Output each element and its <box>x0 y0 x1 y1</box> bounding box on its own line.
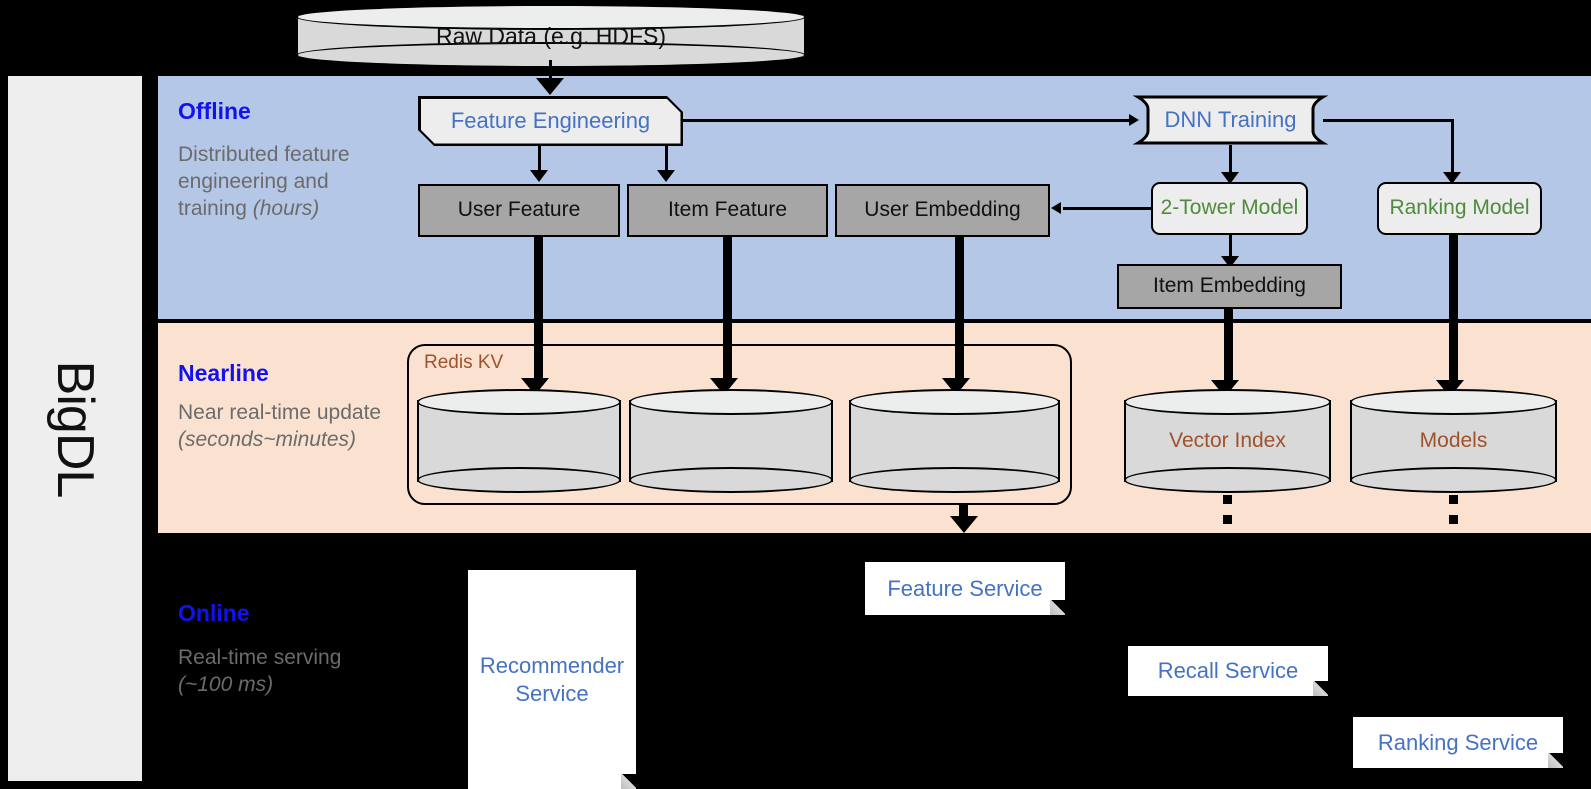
raw-data-label: Raw Data (e.g. HDFS) <box>435 22 667 49</box>
feature-service-box[interactable]: Feature Service <box>865 562 1065 615</box>
redis-kv-label: Redis KV <box>424 352 504 373</box>
item-feature-label: Item Feature <box>667 198 788 222</box>
arrowhead-twotower-userembedding <box>1051 202 1061 214</box>
cylinder-top <box>849 389 1060 415</box>
dnn-training-shape <box>1132 95 1329 145</box>
arrowhead-fe-dnn <box>1129 114 1139 126</box>
nearline-subtitle-italic: (seconds~minutes) <box>178 427 356 451</box>
connector-dnn-ranking-h <box>1323 119 1453 122</box>
band-subtitle-online: Real-time serving (~100 ms) <box>178 645 388 699</box>
nearline-subtitle-text: Near real-time update <box>178 401 382 424</box>
arrowhead-rawdata-fe <box>536 78 564 95</box>
connector-fe-itemfeature <box>665 146 668 173</box>
feature-service-label: Feature Service <box>887 575 1043 601</box>
cylinder-top <box>296 4 806 30</box>
cylinder-bottom <box>1124 467 1331 493</box>
cylinder-top <box>629 389 833 415</box>
offline-subtitle-text: Distributed feature engineering and trai… <box>178 143 350 220</box>
document-sheet <box>468 570 636 789</box>
user-embedding-box[interactable]: User Embedding <box>835 184 1050 237</box>
folded-corner-icon <box>1313 681 1328 696</box>
user-feature-label: User Feature <box>457 198 581 222</box>
redis-store-1[interactable] <box>417 389 621 493</box>
user-feature-box[interactable]: User Feature <box>418 184 620 237</box>
connector-dnn-twotower <box>1229 145 1232 175</box>
arrowhead-featureservice <box>950 516 978 533</box>
online-subtitle-italic: (~100 ms) <box>178 672 274 696</box>
arrowhead-fe-itemfeature <box>657 170 675 182</box>
folded-corner-icon <box>1050 600 1065 615</box>
arrowhead-dnn-ranking <box>1443 172 1461 184</box>
models-cylinder[interactable]: Models <box>1350 389 1557 493</box>
recommender-service-label: Recommender Service <box>479 653 625 706</box>
connector-twotower-userembedding <box>1063 207 1153 210</box>
dnn-training-box[interactable]: DNN Training <box>1132 95 1329 145</box>
redis-store-2[interactable] <box>629 389 833 493</box>
cylinder-bottom <box>629 467 833 493</box>
connector-dnn-ranking-v <box>1451 119 1454 175</box>
ranking-model-label: Ranking Model <box>1389 196 1530 220</box>
feature-engineering-label: Feature Engineering <box>421 99 681 144</box>
pipe-rankingmodel-models <box>1449 235 1458 384</box>
dnn-training-label: DNN Training <box>1164 107 1297 132</box>
stub-vectorindex-2 <box>1223 515 1232 524</box>
connector-fe-dnn <box>683 119 1135 122</box>
cylinder-bottom <box>849 467 1060 493</box>
arrowhead-dnn-twotower <box>1221 172 1239 184</box>
document-sheet <box>1353 717 1563 768</box>
raw-data-cylinder: Raw Data (e.g. HDFS) <box>296 4 806 68</box>
recall-service-label: Recall Service <box>1157 658 1299 684</box>
item-embedding-box[interactable]: Item Embedding <box>1117 264 1342 309</box>
ranking-service-box[interactable]: Ranking Service <box>1353 717 1563 768</box>
pipe-userfeature-store <box>534 237 543 382</box>
band-title-nearline: Nearline <box>178 360 269 386</box>
band-subtitle-nearline: Near real-time update (seconds~minutes) <box>178 400 388 454</box>
pipe-itemembedding-vectorindex <box>1224 309 1233 384</box>
feature-engineering-box[interactable]: Feature Engineering <box>418 96 683 146</box>
ranking-model-box[interactable]: Ranking Model <box>1377 182 1542 235</box>
vector-index-label: Vector Index <box>1169 429 1286 452</box>
offline-subtitle-italic: (hours) <box>252 196 320 220</box>
stub-models-2 <box>1449 515 1458 524</box>
folded-corner-icon <box>621 774 636 789</box>
stub-vectorindex-1 <box>1223 495 1232 504</box>
pipe-userembedding-store <box>955 237 964 382</box>
band-subtitle-offline: Distributed feature engineering and trai… <box>178 142 388 223</box>
online-subtitle-text: Real-time serving <box>178 646 342 669</box>
user-embedding-label: User Embedding <box>864 198 1021 222</box>
bigdl-sidebar: BigDL <box>8 76 142 781</box>
item-feature-box[interactable]: Item Feature <box>627 184 828 237</box>
stub-models-1 <box>1449 495 1458 504</box>
band-title-offline: Offline <box>178 98 251 124</box>
pipe-itemfeature-store <box>723 237 732 382</box>
band-title-online: Online <box>178 600 250 626</box>
two-tower-model-label: 2-Tower Model <box>1160 196 1299 220</box>
bigdl-label: BigDL <box>46 360 104 497</box>
connector-rawdata-fe <box>549 60 552 82</box>
two-tower-model-box[interactable]: 2-Tower Model <box>1151 182 1308 235</box>
document-sheet <box>1128 646 1328 696</box>
connector-twotower-itememb <box>1229 235 1232 260</box>
arrowhead-fe-userfeature <box>530 170 548 182</box>
pipe-rediskv-featureservice <box>959 503 968 520</box>
ranking-service-label: Ranking Service <box>1377 729 1539 755</box>
document-sheet <box>865 562 1065 615</box>
recommender-service-box[interactable]: Recommender Service <box>468 570 636 789</box>
models-label: Models <box>1419 429 1488 452</box>
redis-store-3[interactable] <box>849 389 1060 493</box>
vector-index-cylinder[interactable]: Vector Index <box>1124 389 1331 493</box>
cylinder-top <box>1124 389 1331 415</box>
folded-corner-icon <box>1548 753 1563 768</box>
cylinder-top <box>417 389 621 415</box>
recall-service-box[interactable]: Recall Service <box>1128 646 1328 696</box>
cylinder-bottom <box>417 467 621 493</box>
item-embedding-label: Item Embedding <box>1153 274 1306 298</box>
cylinder-top <box>1350 389 1557 415</box>
cylinder-bottom <box>1350 467 1557 493</box>
connector-fe-userfeature <box>538 146 541 173</box>
redis-kv-group <box>407 344 1072 505</box>
